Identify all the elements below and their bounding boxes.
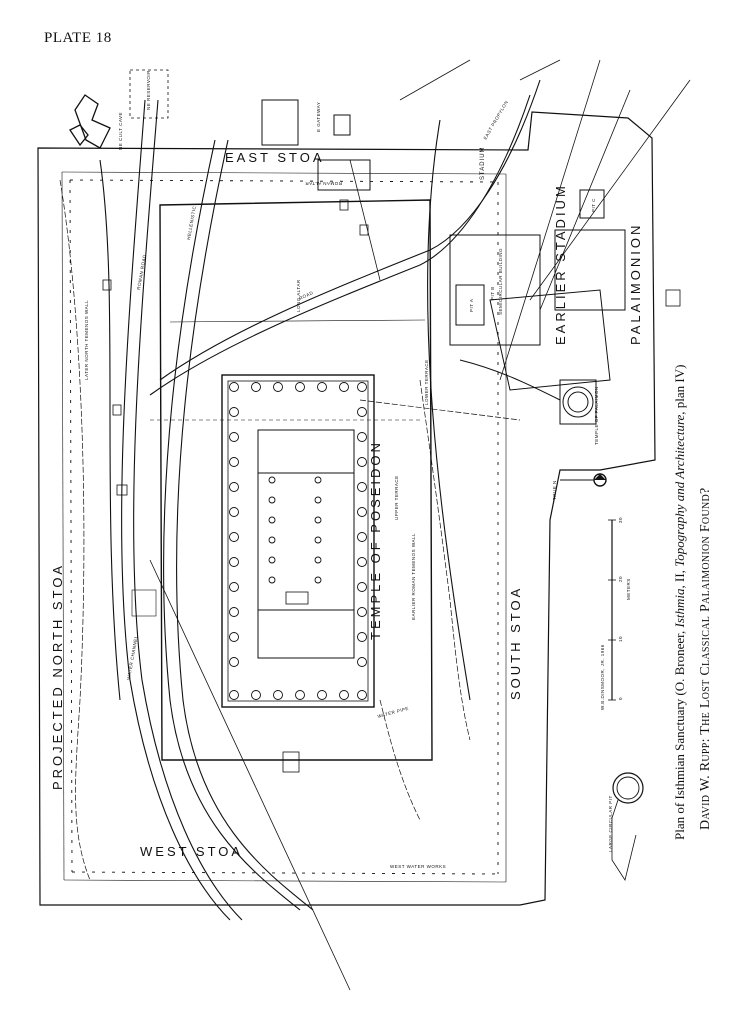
ne-cult-cave-structure	[69, 94, 111, 149]
label-lower-terrace: LOWER TERRACE	[424, 359, 429, 405]
label-earlier-roman-temenos-wall: EARLIER ROMAN TEMENOS WALL	[411, 533, 416, 620]
label-east-propylon: EAST PROPYLON	[483, 100, 510, 141]
label-projected-north-stoa: PROJECTED NORTH STOA	[50, 563, 65, 790]
label-east-stoa: EAST STOA	[225, 150, 325, 165]
temple-of-poseidon	[221, 374, 375, 708]
roman-altar-structure	[317, 159, 371, 191]
article-byline: David W. Rupp: The Lost Classical Palaim…	[698, 487, 713, 830]
label-long-altar: LONG ALTAR	[296, 279, 301, 312]
stoa-colonnades	[69, 179, 499, 875]
label-pit-a: PIT A	[469, 299, 474, 312]
label-temple-of-palaimon: TEMPLE OF PALAIMON	[594, 386, 599, 445]
label-semicircular-building: SEMICIRCULAR BUILDING	[498, 248, 503, 315]
label-scale-30: 30	[618, 517, 623, 523]
scale-bar	[608, 519, 616, 701]
label-roman-road: ROMAN ROAD	[136, 254, 147, 291]
label-scale-meters: METERS	[626, 578, 631, 600]
label-draughtsman: W.B.DINSMOOR, JR. 1966	[600, 644, 605, 710]
label-upper-terrace: UPPER TERRACE	[394, 475, 399, 520]
label-later-north-temenos-wall: LATER NORTH TEMENOS WALL	[84, 300, 89, 380]
label-water-pipe: WATER PIPE	[377, 706, 409, 719]
label-pit-b: PIT B	[490, 286, 495, 300]
label-earlier-stadium: EARLIER STADIUM	[553, 183, 568, 345]
water-channels	[59, 179, 521, 881]
label-west-water-works: WEST WATER WORKS	[390, 864, 446, 869]
outer-boundary	[37, 111, 656, 906]
large-circular-pit	[611, 772, 644, 881]
label-ne-reservoir: NE RESERVOIR	[146, 70, 151, 110]
label-scale-20: 20	[618, 576, 623, 582]
stadium-area	[449, 189, 626, 425]
label-pit-c: PIT C	[591, 198, 596, 212]
label-west-stoa: WEST STOA	[140, 844, 243, 859]
label-scale-10: 10	[618, 636, 623, 642]
label-palaimonion: PALAIMONION	[628, 223, 643, 345]
label-temple-of-poseidon: TEMPLE OF POSEIDON	[368, 440, 383, 640]
figure-caption: Plan of Isthmian Sanctuary (O. Broneer, …	[672, 364, 687, 840]
label-later-stadium: STADIUM	[480, 146, 486, 180]
label-hellenistic: HELLENISTIC	[186, 205, 197, 240]
label-large-circular-pit: LARGE CIRCULAR PIT	[608, 795, 613, 852]
roads	[99, 79, 541, 921]
label-ne-cult-cave: NE CULT CAVE	[118, 112, 123, 150]
true-north-arrow	[560, 473, 607, 487]
label-road: ROAD	[298, 290, 314, 301]
label-roman-altar: ROMAN ALTAR	[305, 181, 342, 186]
label-east-gateway: E GATEWAY	[316, 102, 321, 132]
label-scale-0: 0	[618, 697, 623, 700]
plate-number: PLATE 18	[44, 30, 112, 46]
label-true-north: TRUE N	[552, 480, 557, 500]
label-south-stoa: SOUTH STOA	[508, 586, 523, 700]
